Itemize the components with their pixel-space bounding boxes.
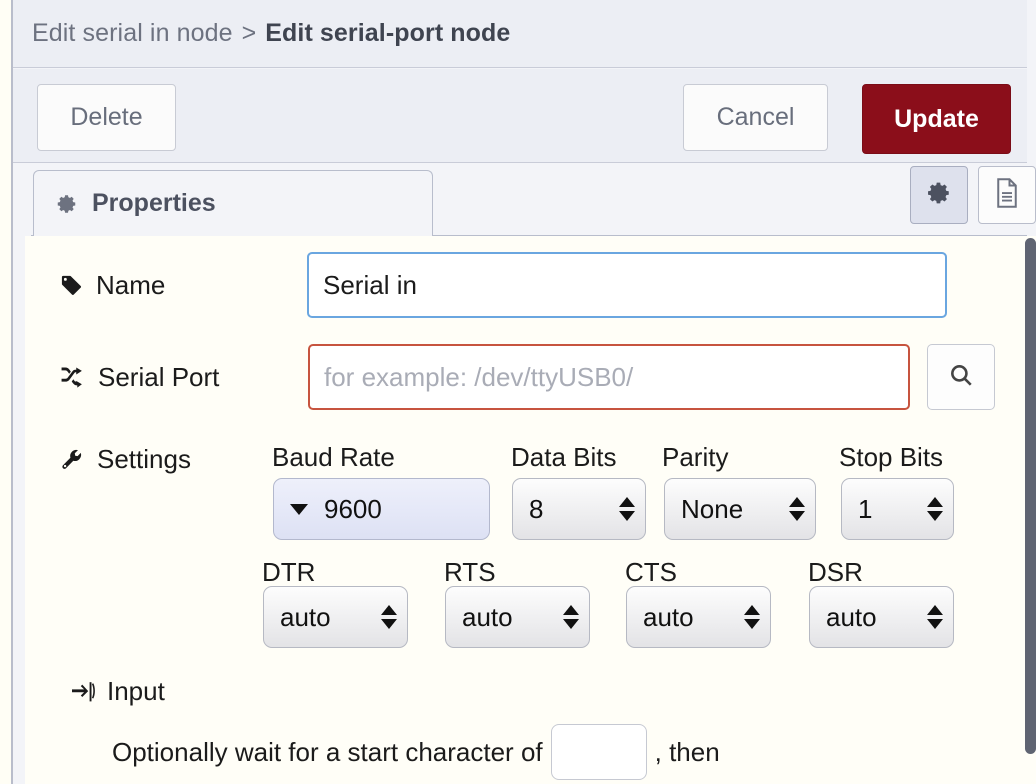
baud-rate-select[interactable]: 9600: [273, 478, 490, 540]
dtr-label: DTR: [262, 557, 316, 587]
gear-icon: [926, 180, 952, 211]
dsr-label: DSR: [808, 557, 863, 587]
properties-panel: Name Serial Port: [25, 236, 1027, 784]
gear-icon: [56, 193, 78, 215]
breadcrumb-parent[interactable]: Edit serial in node: [32, 19, 233, 47]
shuffle-icon: [60, 366, 85, 389]
dsr-value: auto: [826, 601, 877, 632]
cts-select[interactable]: auto: [626, 586, 771, 648]
update-button[interactable]: Update: [862, 84, 1011, 154]
cts-label: CTS: [625, 557, 677, 587]
cancel-button[interactable]: Cancel: [683, 84, 828, 151]
parity-select[interactable]: None: [664, 478, 816, 540]
settings-panel-button[interactable]: [910, 166, 968, 224]
description-icon: [994, 177, 1020, 213]
start-character-input[interactable]: [550, 724, 647, 780]
search-icon: [948, 362, 974, 393]
delete-button[interactable]: Delete: [37, 84, 176, 151]
rts-select[interactable]: auto: [445, 586, 590, 648]
panel-scrollbar-thumb[interactable]: [1025, 238, 1036, 754]
spinner-arrows-icon: [619, 497, 635, 521]
breadcrumb-current: Edit serial-port node: [265, 19, 511, 47]
data-bits-select[interactable]: 8: [512, 478, 646, 540]
serial-port-search-button[interactable]: [927, 344, 995, 410]
spinner-arrows-icon: [789, 497, 805, 521]
start-character-text-before: Optionally wait for a start character of: [112, 736, 543, 767]
edit-dialog: Edit serial in node > Edit serial-port n…: [11, 0, 1036, 784]
breadcrumb-separator: >: [241, 19, 257, 47]
description-panel-button[interactable]: [978, 166, 1036, 224]
dtr-value: auto: [280, 601, 331, 632]
spinner-arrows-icon: [927, 605, 943, 629]
start-character-text-after: , then: [654, 736, 720, 767]
input-section-label: Input: [107, 676, 165, 706]
rts-value: auto: [462, 601, 513, 632]
data-bits-label: Data Bits: [511, 442, 617, 472]
start-character-row: Optionally wait for a start character of…: [112, 724, 720, 780]
name-input[interactable]: [307, 252, 947, 318]
dialog-toolbar: Delete Cancel Update: [13, 69, 1027, 163]
spinner-arrows-icon: [927, 497, 943, 521]
tab-strip: Properties: [13, 164, 1036, 236]
rts-label: RTS: [444, 557, 496, 587]
parity-label: Parity: [662, 442, 729, 472]
row-serial-port: Serial Port: [60, 344, 1000, 410]
stop-bits-select[interactable]: 1: [841, 478, 954, 540]
dsr-select[interactable]: auto: [809, 586, 954, 648]
chevron-down-icon: [290, 503, 308, 515]
stop-bits-label: Stop Bits: [839, 442, 944, 472]
spinner-arrows-icon: [563, 605, 579, 629]
serial-port-label: Serial Port: [60, 362, 219, 393]
serial-port-label-text: Serial Port: [98, 361, 220, 392]
baud-rate-value: 9600: [324, 493, 382, 524]
tab-properties[interactable]: Properties: [33, 170, 433, 236]
input-section-title: Input: [71, 676, 165, 707]
parity-value: None: [681, 493, 744, 524]
row-name: Name: [60, 252, 970, 318]
data-bits-value: 8: [529, 493, 544, 524]
serial-port-input[interactable]: [308, 344, 910, 410]
stop-bits-value: 1: [858, 493, 873, 524]
dtr-select[interactable]: auto: [263, 586, 408, 648]
settings-label-text: Settings: [97, 444, 191, 474]
name-label-text: Name: [96, 269, 166, 300]
sign-in-icon: [71, 681, 95, 703]
cts-value: auto: [643, 601, 694, 632]
spinner-arrows-icon: [744, 605, 760, 629]
settings-label: Settings: [60, 444, 191, 475]
name-label: Name: [60, 270, 165, 301]
wrench-icon: [60, 448, 84, 472]
baud-rate-label: Baud Rate: [272, 442, 395, 472]
tab-properties-label: Properties: [92, 189, 216, 217]
spinner-arrows-icon: [381, 605, 397, 629]
dialog-header: Edit serial in node > Edit serial-port n…: [13, 0, 1027, 68]
tag-icon: [60, 274, 83, 297]
